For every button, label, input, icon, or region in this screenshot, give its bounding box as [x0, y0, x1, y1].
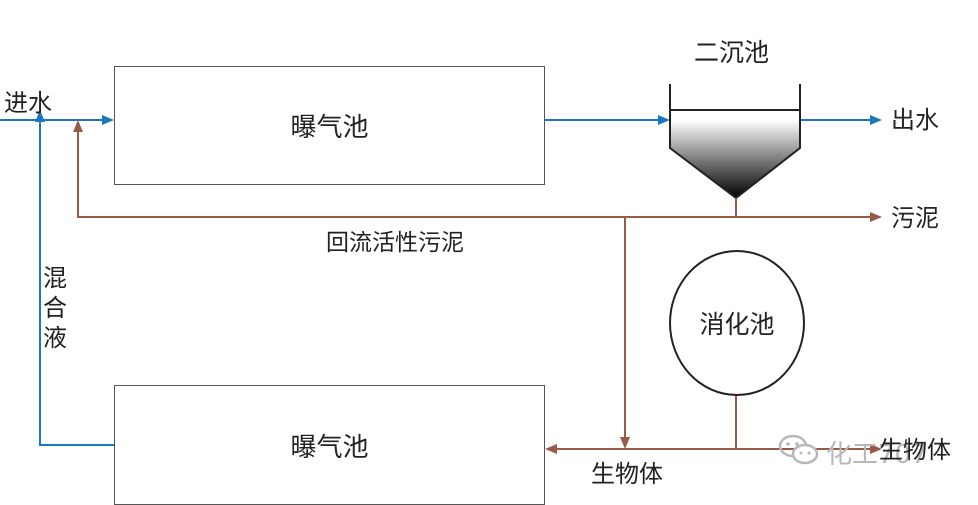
secondary-clarifier [669, 84, 801, 200]
arrow-icon [870, 115, 882, 125]
inlet-label: 进水 [4, 89, 52, 117]
aeration-tank-top-label: 曝气池 [290, 113, 369, 143]
arrow-icon [102, 115, 114, 125]
biomass-bottom-label: 生物体 [591, 460, 663, 488]
outlet-label: 出水 [891, 106, 939, 134]
aeration-tank-top: 曝气池 [114, 66, 545, 185]
arrow-icon [870, 212, 882, 222]
watermark-text: 化工707 [826, 440, 928, 470]
return-sludge-line [77, 132, 876, 218]
mixed-liquor-line [39, 122, 114, 446]
water-flow-lines [0, 110, 882, 446]
wechat-icon [778, 434, 819, 465]
arrow-icon [870, 444, 882, 454]
arrow-icon [35, 110, 45, 122]
arrow-icon [545, 444, 557, 454]
biomass-right-label: 生物体 [879, 436, 951, 464]
arrow-icon [620, 437, 630, 449]
arrow-icon [73, 120, 83, 132]
digester-label: 消化池 [699, 310, 775, 339]
aeration-tank-bottom-label: 曝气池 [290, 432, 369, 463]
sludge-flow-lines [73, 120, 882, 454]
mixed-liquor-label: 混合液 [43, 264, 67, 352]
return-sludge-label: 回流活性污泥 [326, 230, 464, 256]
arrow-icon [658, 115, 670, 125]
waste-sludge-label: 污泥 [891, 204, 939, 232]
secondary-clarifier-label: 二沉池 [694, 38, 770, 67]
aeration-tank-bottom: 曝气池 [114, 385, 545, 505]
digester-tank: 消化池 [669, 250, 805, 396]
